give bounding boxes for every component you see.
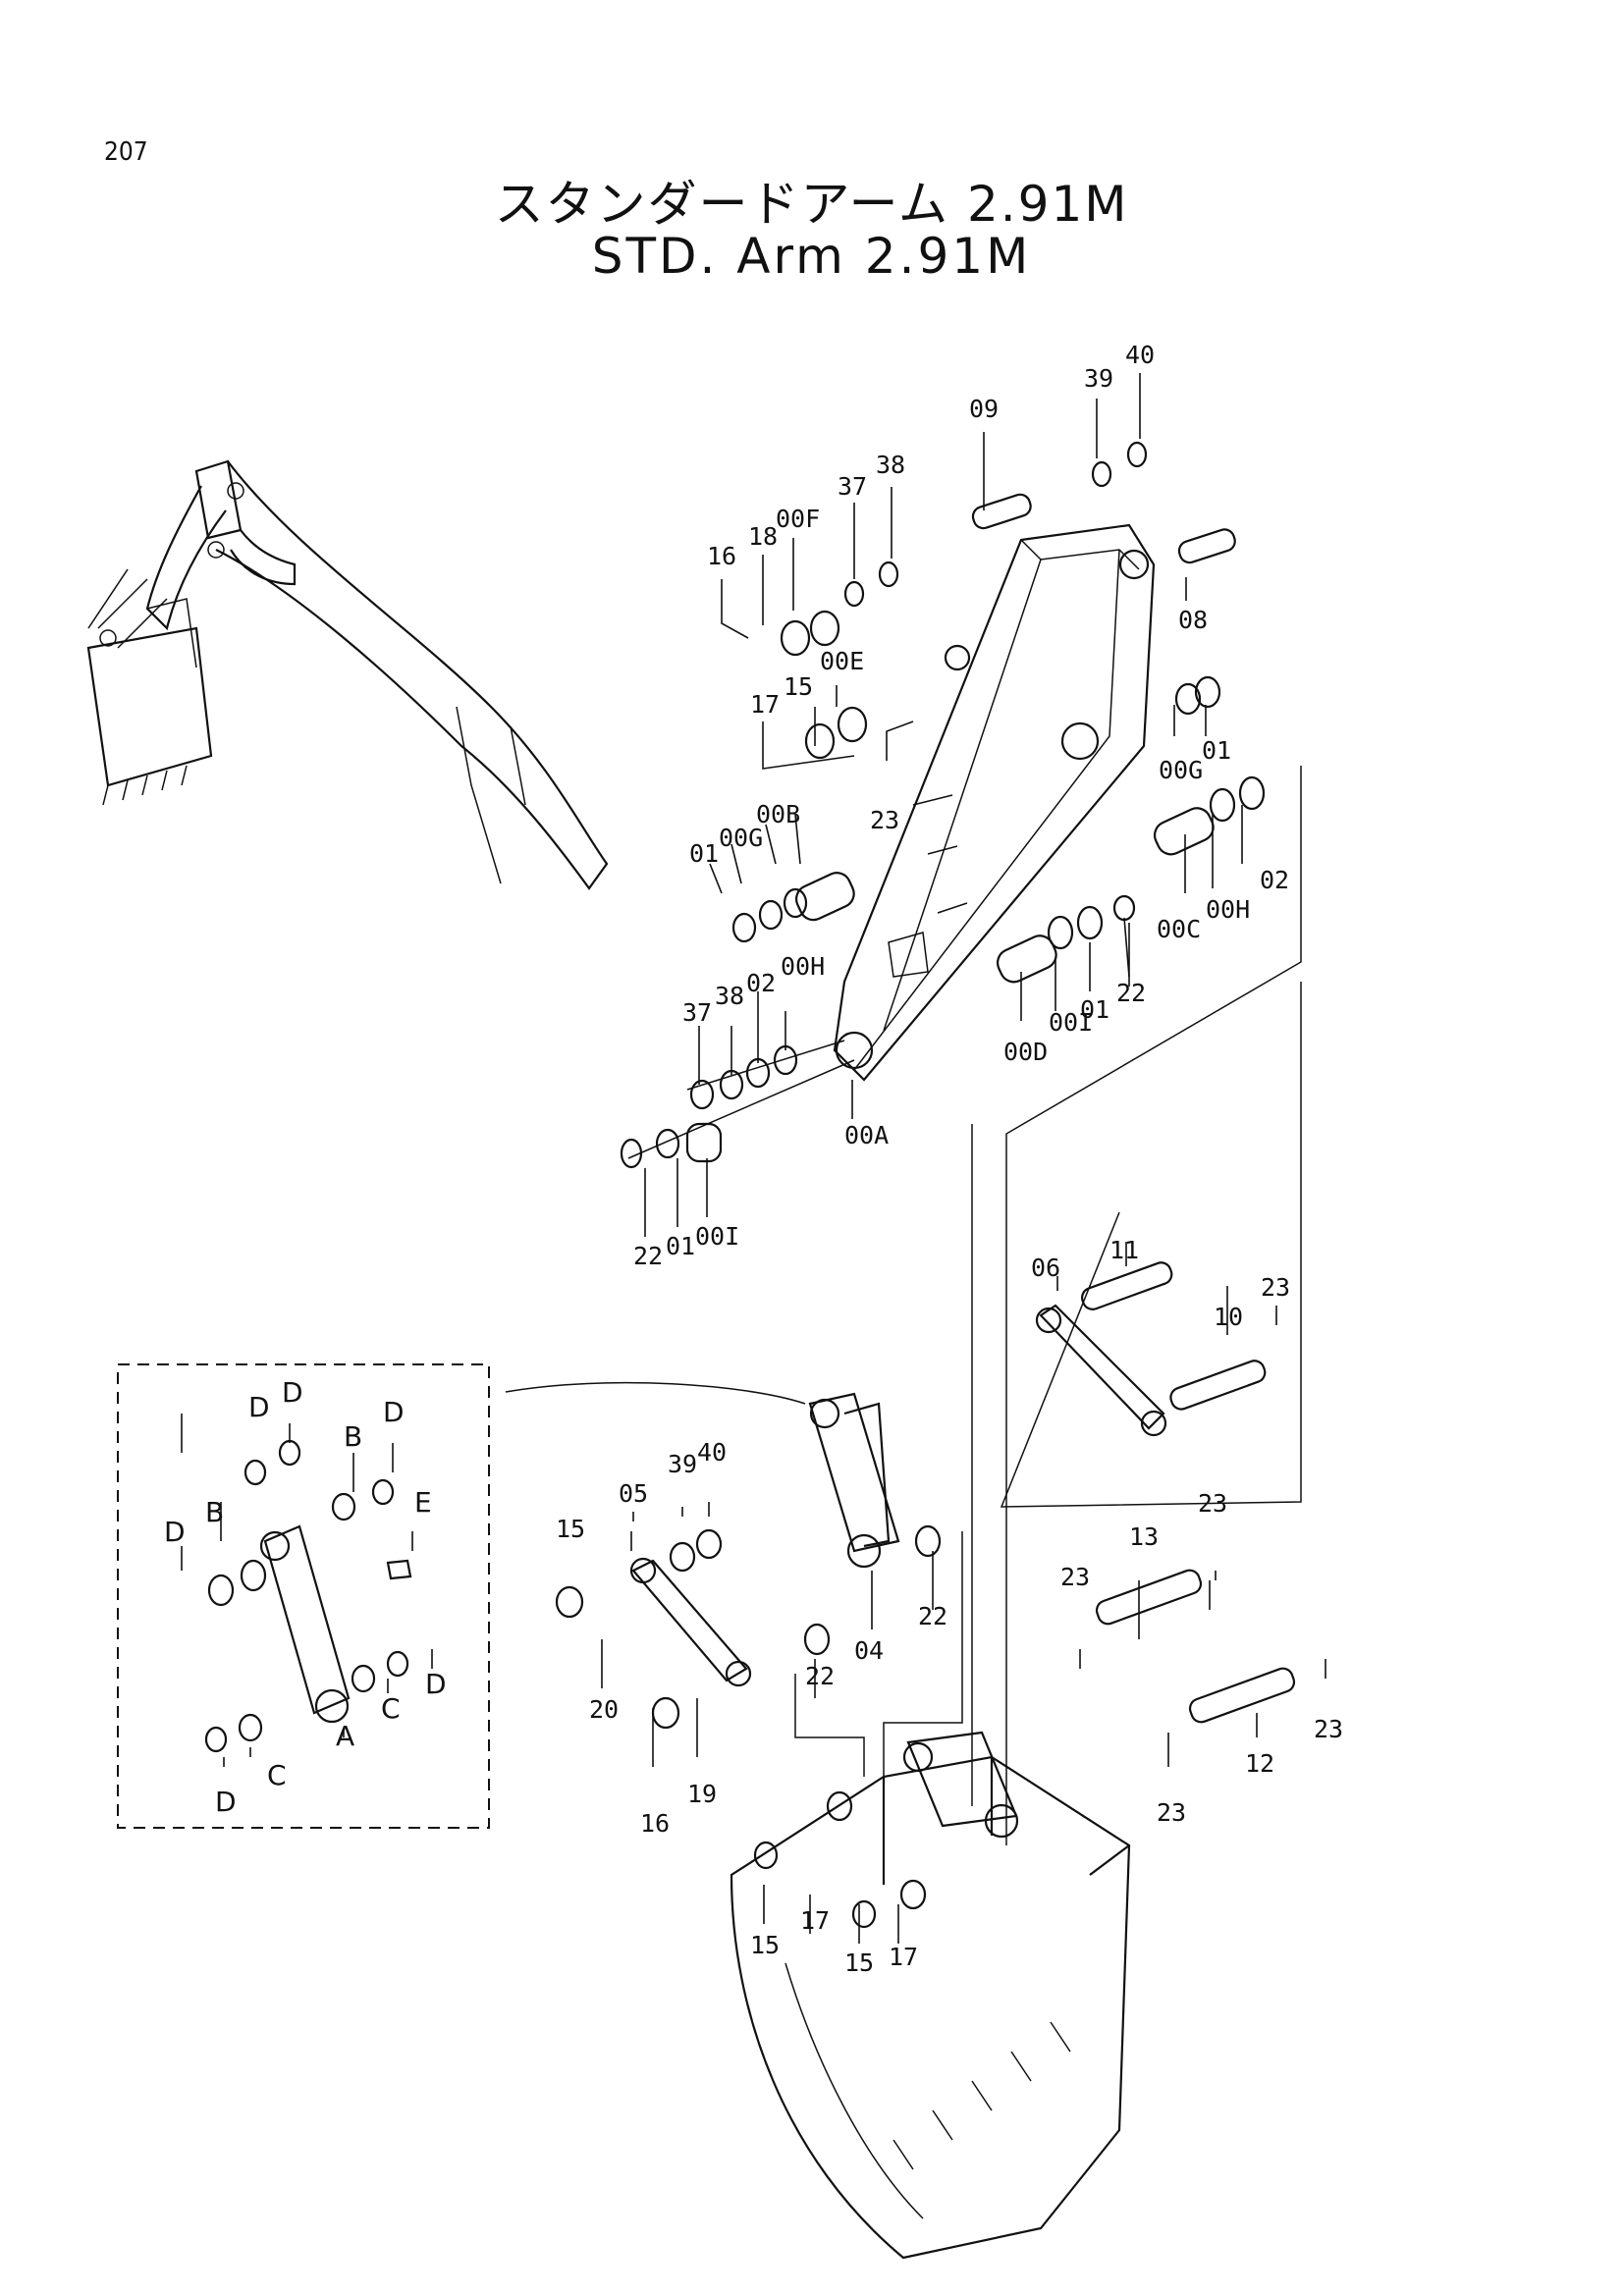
inset-label: A — [336, 1720, 354, 1752]
callout-label: 23 — [1060, 1563, 1090, 1591]
callout-label: 39 — [668, 1450, 697, 1478]
callout-label: 00G — [719, 824, 763, 852]
callout-label: 02 — [1260, 866, 1289, 894]
inset-label: D — [215, 1786, 237, 1818]
callout-label: 09 — [969, 395, 999, 423]
callout-leaders — [181, 373, 1326, 1944]
callout-label: 15 — [784, 672, 813, 701]
inset-label: D — [383, 1396, 405, 1428]
callout-label: 05 — [619, 1479, 648, 1508]
callout-label: 23 — [1198, 1489, 1227, 1518]
callout-label: 22 — [1116, 979, 1146, 1007]
callout-label: 00I — [695, 1222, 739, 1251]
callout-label: 13 — [1129, 1522, 1159, 1551]
callout-label: 17 — [800, 1906, 830, 1935]
callout-label: 22 — [918, 1602, 947, 1630]
page-number: 207 — [104, 137, 148, 167]
reference-lines — [505, 766, 1302, 1885]
arm-body — [833, 523, 1156, 1082]
inset-label: B — [205, 1496, 224, 1528]
callout-label: 16 — [640, 1809, 670, 1838]
callout-label: 00G — [1159, 756, 1203, 784]
callout-label: 40 — [1125, 341, 1155, 369]
callout-label: 06 — [1031, 1254, 1060, 1282]
callout-label: 22 — [633, 1242, 663, 1270]
inset-label: D — [164, 1516, 186, 1548]
callout-label: 01 — [666, 1232, 695, 1260]
callout-label: 11 — [1109, 1236, 1139, 1264]
callout-label: 04 — [854, 1636, 884, 1665]
callout-label: 00H — [781, 952, 825, 981]
callout-label: 12 — [1245, 1749, 1274, 1778]
callout-label: 17 — [750, 690, 780, 719]
callout-label: 16 — [707, 542, 736, 570]
callout-label: 17 — [889, 1943, 918, 1971]
callout-label: 00A — [844, 1121, 889, 1149]
callout-label: 15 — [556, 1515, 585, 1543]
callout-label: 00I — [1049, 1008, 1093, 1037]
inset-label: C — [267, 1759, 287, 1791]
page-title-japanese: スタンダードアーム 2.91M — [494, 176, 1129, 233]
callout-label: 15 — [844, 1949, 874, 1977]
callout-label: 00C — [1157, 915, 1201, 943]
inset-detail — [117, 1363, 490, 1829]
callout-label: 37 — [838, 472, 867, 501]
callout-label: 15 — [750, 1931, 780, 1959]
callout-label: 00D — [1003, 1038, 1048, 1066]
bucket-links — [555, 1261, 1296, 1730]
inset-letter-labels: D D B D D B E D C A C D — [164, 1376, 447, 1818]
pins-and-bushings — [620, 441, 1266, 1169]
callout-label: 40 — [697, 1438, 727, 1467]
callout-label: 02 — [746, 969, 776, 997]
callout-label: 20 — [589, 1695, 619, 1724]
callout-label: 39 — [1084, 364, 1113, 393]
callout-label: 01 — [1080, 995, 1109, 1024]
inset-label: B — [344, 1420, 362, 1453]
machine-overview-sketch — [86, 459, 609, 890]
inset-label: D — [248, 1391, 270, 1423]
inset-label: E — [414, 1486, 432, 1519]
callout-label: 23 — [870, 806, 899, 834]
callout-label: 00E — [820, 647, 864, 675]
page-title-english: STD. Arm 2.91M — [591, 228, 1032, 285]
callout-label: 19 — [687, 1780, 717, 1808]
callout-label: 10 — [1214, 1303, 1243, 1331]
bucket — [730, 1731, 1131, 2260]
callout-label: 38 — [876, 451, 905, 479]
inset-label: C — [381, 1692, 401, 1725]
callout-label: 01 — [1202, 736, 1231, 765]
callout-label: 22 — [805, 1662, 835, 1690]
callout-label: 23 — [1261, 1273, 1290, 1302]
callout-label: 00H — [1206, 895, 1250, 924]
callout-label: 23 — [1314, 1715, 1343, 1743]
callout-labels: 40 39 09 38 37 00F 18 16 08 00E 15 17 23… — [556, 341, 1343, 1977]
callout-label: 18 — [748, 522, 778, 551]
callout-label: 08 — [1178, 606, 1208, 634]
callout-label: 37 — [682, 998, 712, 1027]
callout-label: 23 — [1157, 1798, 1186, 1827]
callout-label: 38 — [715, 982, 744, 1010]
callout-label: 01 — [689, 839, 719, 868]
callout-label: 00F — [776, 505, 820, 533]
inset-label: D — [425, 1668, 447, 1700]
inset-label: D — [282, 1376, 303, 1409]
callout-label: 00B — [756, 800, 800, 828]
